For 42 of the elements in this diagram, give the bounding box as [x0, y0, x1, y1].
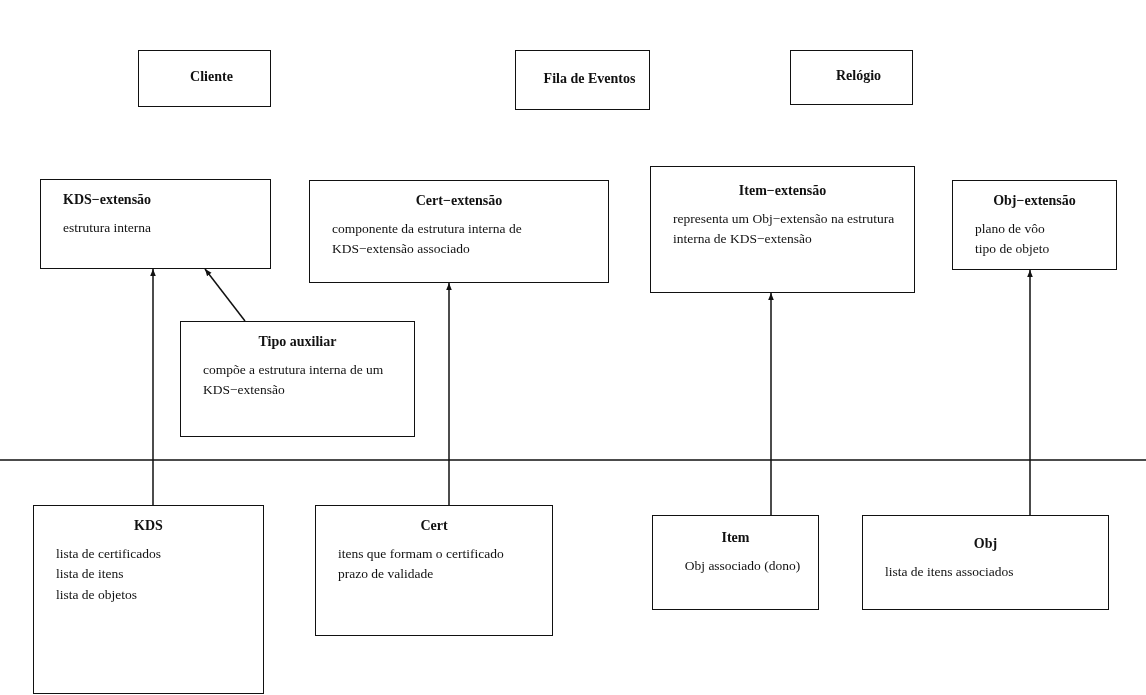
arrow — [1027, 269, 1033, 516]
arrow — [446, 282, 452, 506]
class-description: representa um Obj−extensão na estrutura interna de KDS−extensão — [673, 210, 896, 249]
class-box — [952, 180, 1117, 270]
class-description: itens que formam o certificado — [338, 545, 505, 563]
class-box — [652, 515, 819, 610]
class-title: Obj — [972, 536, 999, 552]
arrow — [150, 268, 156, 506]
class-description: lista de certificados — [56, 545, 162, 563]
class-title: KDS−extensão — [63, 192, 153, 208]
class-box — [315, 505, 553, 636]
class-box — [33, 505, 264, 694]
class-title: Cert — [419, 518, 449, 534]
class-description: lista de itens — [56, 565, 125, 584]
class-box — [790, 50, 913, 105]
class-box — [40, 179, 271, 269]
class-box — [862, 515, 1109, 610]
class-box — [309, 180, 609, 283]
class-title: Relógio — [834, 68, 883, 84]
class-description: componente da estrutura interna de KDS−extensão associado — [332, 220, 523, 259]
class-description: lista de objetos — [56, 585, 138, 604]
class-description: lista de itens associados — [885, 563, 1015, 581]
class-description: tipo de objeto — [975, 240, 1051, 259]
class-title: Cliente — [189, 69, 234, 85]
class-description: plano de vôo — [975, 220, 1046, 238]
class-title: Tipo auxiliar — [257, 334, 338, 350]
class-description: compõe a estrutura interna de um KDS−extensão — [203, 361, 385, 400]
class-box — [138, 50, 271, 107]
class-box — [180, 321, 415, 437]
class-box — [650, 166, 915, 293]
arrow — [204, 268, 246, 322]
class-title: Cert−extensão — [414, 193, 504, 209]
class-description: prazo de validade — [338, 565, 435, 584]
class-title: Obj−extensão — [992, 193, 1077, 209]
class-description: estrutura interna — [63, 219, 153, 237]
class-title: Fila de Eventos — [542, 71, 637, 87]
class-box — [515, 50, 650, 110]
arrow — [768, 292, 774, 516]
class-title: KDS — [133, 518, 164, 534]
class-title: Item — [720, 530, 751, 546]
class-title: Item−extensão — [737, 183, 828, 199]
class-description: Obj associado (dono) — [683, 557, 802, 575]
